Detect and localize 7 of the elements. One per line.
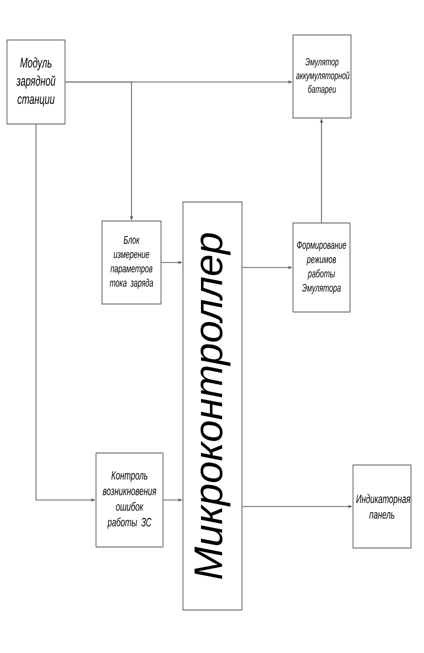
process-box: Контроль возникновения ошибок работы ЗС (96, 452, 164, 548)
process-box: Микроконтроллер (182, 202, 242, 610)
process-box: Модуль зарядной станции (6, 40, 66, 124)
process-box: Эмулятор аккумуляторной батареи (292, 34, 352, 118)
process-box: Блок измерение параметров тока заряда (102, 220, 162, 304)
process-box: Индикаторная панель (352, 464, 412, 548)
process-box: Формирование режимов работы Эмулятора (292, 222, 350, 312)
